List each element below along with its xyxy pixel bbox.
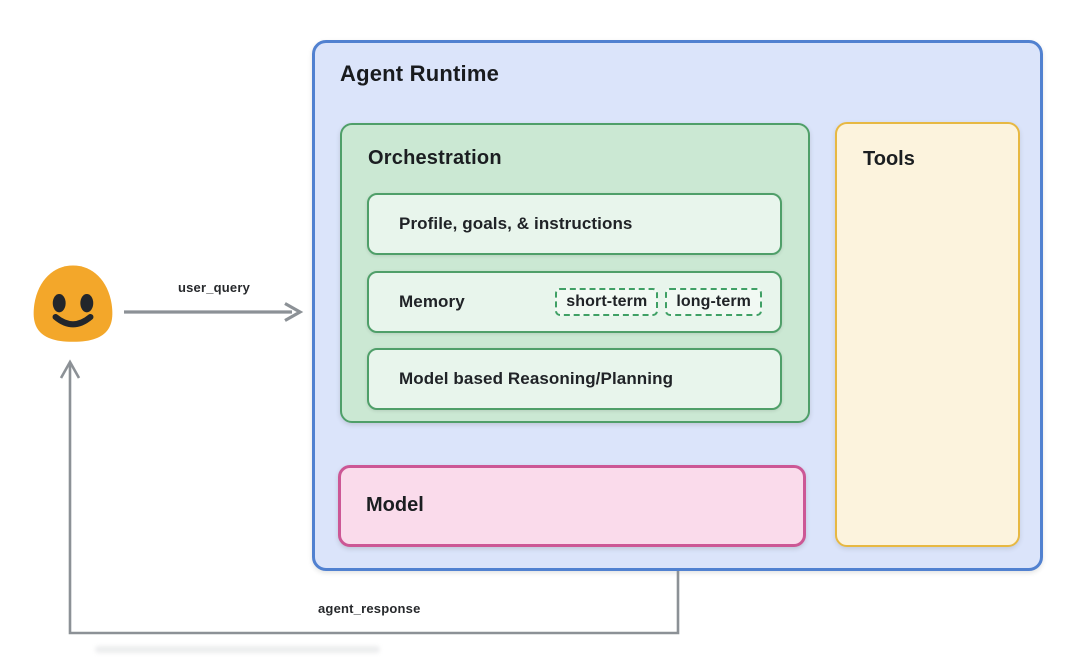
user-query-arrowhead bbox=[284, 302, 304, 322]
reasoning-planning-label: Model based Reasoning/Planning bbox=[399, 369, 674, 388]
face-right-eye bbox=[80, 293, 94, 313]
orchestration-title: Orchestration bbox=[368, 147, 502, 169]
face-smile bbox=[52, 313, 94, 328]
short-term-memory-chip: short-term bbox=[555, 288, 659, 316]
memory-box: Memory short-term long-term bbox=[367, 271, 782, 333]
agent-response-arrow-line bbox=[68, 364, 680, 635]
user-query-arrow bbox=[124, 302, 304, 322]
face-left-eye bbox=[52, 293, 66, 313]
user-face-icon bbox=[27, 262, 119, 348]
reasoning-planning-box: Model based Reasoning/Planning bbox=[367, 348, 782, 410]
tools-box bbox=[835, 122, 1020, 547]
profile-goals-instructions-box: Profile, goals, & instructions bbox=[367, 193, 782, 255]
model-box bbox=[338, 465, 806, 547]
agent-response-label: agent_response bbox=[318, 601, 421, 616]
agent-response-arrow bbox=[59, 359, 680, 635]
agent-runtime-title: Agent Runtime bbox=[340, 61, 500, 86]
blob-smiley-svg bbox=[33, 265, 113, 342]
memory-label: Memory bbox=[399, 292, 465, 311]
tools-title: Tools bbox=[863, 148, 915, 170]
user-query-label: user_query bbox=[177, 280, 251, 295]
agent-response-arrowhead bbox=[59, 359, 81, 379]
memory-chip-row: short-term long-term bbox=[555, 288, 762, 316]
model-title: Model bbox=[366, 494, 424, 516]
profile-goals-instructions-label: Profile, goals, & instructions bbox=[399, 214, 633, 233]
long-term-memory-chip: long-term bbox=[665, 288, 762, 316]
background-smudge-artifact bbox=[95, 646, 380, 653]
face-body bbox=[33, 265, 113, 342]
